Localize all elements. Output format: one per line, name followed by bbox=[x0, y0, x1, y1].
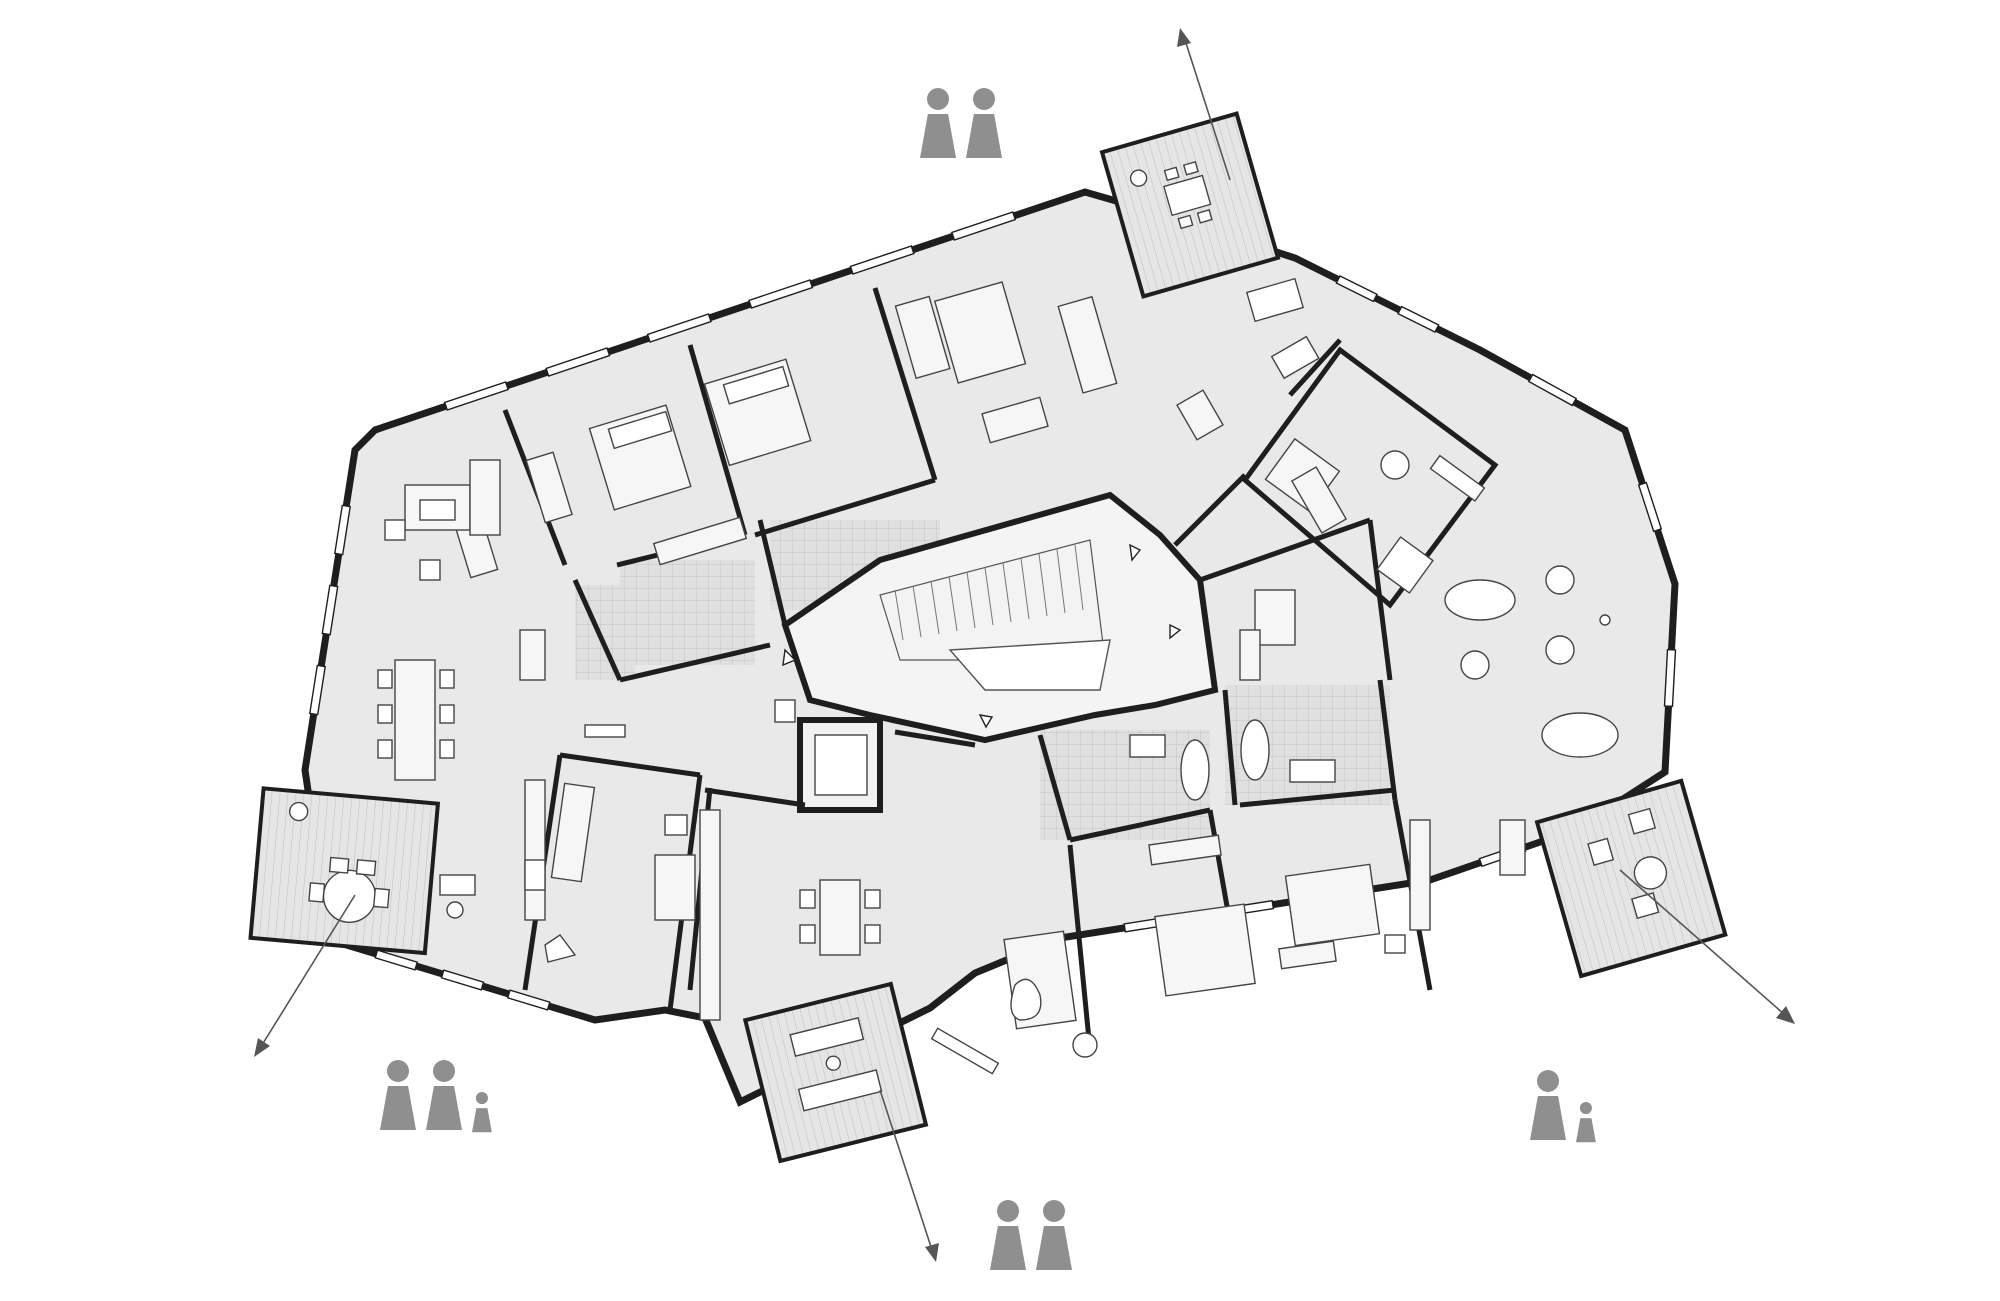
adult-figure-icon bbox=[1036, 1200, 1072, 1270]
dining-chair bbox=[377, 669, 393, 689]
view-arrows bbox=[254, 28, 1795, 1262]
window bbox=[545, 347, 611, 377]
sofa bbox=[469, 459, 501, 536]
adult-figure-icon bbox=[920, 88, 956, 158]
direction-arrow-icon bbox=[261, 894, 356, 1046]
staircase bbox=[879, 539, 1106, 661]
window bbox=[646, 313, 712, 343]
balcony-southeast bbox=[1534, 778, 1728, 979]
kitchen-counter bbox=[699, 809, 721, 1021]
adult-figure-icon bbox=[966, 88, 1002, 158]
window bbox=[506, 989, 551, 1011]
window bbox=[333, 504, 352, 556]
window bbox=[1335, 274, 1378, 303]
direction-arrow-icon bbox=[1184, 39, 1231, 181]
window bbox=[374, 949, 419, 971]
child-figure-icon bbox=[472, 1092, 492, 1133]
dining-table bbox=[1057, 295, 1118, 394]
dining-chair bbox=[439, 739, 455, 759]
window bbox=[1637, 481, 1663, 533]
window bbox=[849, 245, 915, 275]
occupancy-icons bbox=[380, 88, 1596, 1270]
window bbox=[1397, 305, 1440, 334]
bathroom-west-b bbox=[620, 560, 755, 665]
interior-walls bbox=[502, 287, 1499, 1051]
stair-core bbox=[781, 491, 1219, 813]
kitchen-counter bbox=[524, 779, 546, 921]
table bbox=[933, 281, 1027, 384]
dining-table bbox=[394, 659, 436, 781]
stair-direction-marker-icon bbox=[978, 714, 994, 729]
direction-arrow-icon bbox=[1619, 869, 1786, 1016]
bathtub bbox=[654, 854, 696, 921]
adult-figure-icon bbox=[426, 1060, 462, 1130]
double-bed bbox=[1284, 863, 1381, 947]
bathroom-east-a bbox=[1040, 730, 1210, 840]
balcony-northeast bbox=[1099, 111, 1281, 299]
dining-chair bbox=[377, 704, 393, 724]
balcony-west bbox=[248, 786, 441, 956]
window bbox=[443, 381, 510, 411]
adult-figure-icon bbox=[380, 1060, 416, 1130]
dining-table bbox=[819, 879, 861, 956]
window bbox=[321, 584, 339, 636]
window bbox=[440, 969, 485, 991]
window bbox=[1527, 373, 1578, 407]
dining-table bbox=[1541, 712, 1619, 758]
stair-direction-marker-icon bbox=[1129, 543, 1142, 562]
stair-direction-marker-icon bbox=[782, 648, 797, 667]
furniture bbox=[377, 277, 1619, 1075]
window bbox=[308, 664, 327, 716]
child-figure-icon bbox=[1576, 1102, 1596, 1143]
dining-chair bbox=[439, 669, 455, 689]
balcony-south bbox=[742, 981, 929, 1164]
window bbox=[748, 279, 814, 309]
armchair-lounge bbox=[1444, 579, 1516, 621]
dining-chair bbox=[377, 739, 393, 759]
direction-arrow-icon bbox=[879, 1089, 933, 1251]
dining-chair bbox=[439, 704, 455, 724]
adult-figure-icon bbox=[990, 1200, 1026, 1270]
window bbox=[1663, 648, 1677, 708]
bathtub bbox=[1240, 719, 1270, 781]
window bbox=[950, 211, 1017, 241]
bathtub bbox=[1180, 739, 1210, 801]
kitchen-counter bbox=[1409, 819, 1431, 931]
adult-figure-icon bbox=[1530, 1070, 1566, 1140]
double-bed bbox=[1154, 903, 1256, 997]
sofa bbox=[894, 295, 951, 380]
stair-direction-marker-icon bbox=[1169, 623, 1182, 640]
